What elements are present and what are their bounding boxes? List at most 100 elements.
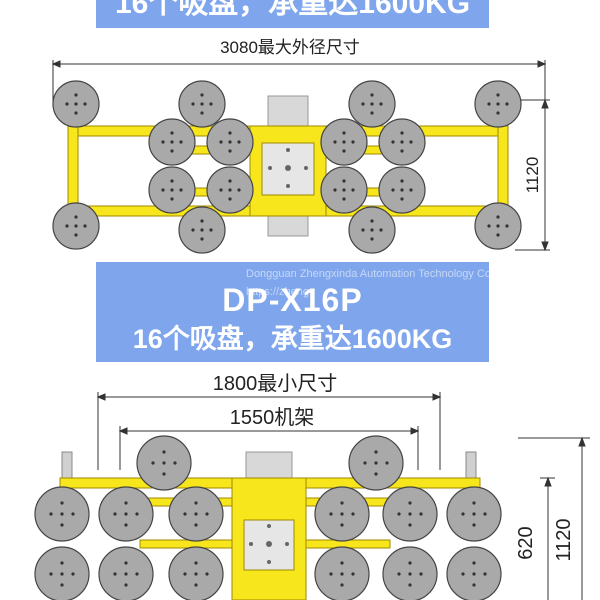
bottom-cup-bolts <box>49 450 487 587</box>
cup-bolt <box>228 179 232 183</box>
cup-bolt <box>170 188 174 192</box>
cup-bolt <box>60 523 64 527</box>
cup-bolt <box>496 233 500 237</box>
cup-bolt <box>333 140 337 144</box>
top-banner: 16个吸盘，承重达1600KG <box>96 0 489 28</box>
cup-bolt <box>179 188 183 192</box>
bottom-height-label-1120: 1120 <box>553 518 575 561</box>
cup-bolt <box>60 512 64 516</box>
top-banner-subtitle: 16个吸盘，承重达1600KG <box>114 0 471 20</box>
top-width-dimension <box>51 60 547 105</box>
cup-bolt <box>351 572 355 576</box>
cup-bolt <box>228 197 232 201</box>
cup-bolt <box>379 228 383 232</box>
bottom-center-mount <box>249 524 289 564</box>
cup-bolt <box>400 188 404 192</box>
cup-bolt <box>408 501 412 505</box>
cup-bolt <box>351 140 355 144</box>
cup-bolt <box>83 102 87 106</box>
cup-bolt <box>496 102 500 106</box>
cup-bolt <box>472 523 476 527</box>
cup-bolt <box>194 512 198 516</box>
cup-bolt <box>124 572 128 576</box>
cup-bolt <box>379 102 383 106</box>
cup-bolt <box>151 461 155 465</box>
cup-bolt <box>71 572 75 576</box>
cup-bolt <box>228 131 232 135</box>
cup-bolt <box>74 111 78 115</box>
cup-bolt <box>461 572 465 576</box>
cup-bolt <box>342 197 346 201</box>
cup-bolt <box>342 188 346 192</box>
cup-bolt <box>408 523 412 527</box>
cup-bolt <box>161 188 165 192</box>
cup-bolt <box>397 512 401 516</box>
cup-bolt <box>340 561 344 565</box>
cup-bolt <box>162 450 166 454</box>
cup-bolt <box>472 572 476 576</box>
cup-bolt <box>209 102 213 106</box>
cup-bolt <box>374 472 378 476</box>
cup-bolt <box>60 572 64 576</box>
top-cup-bolts <box>65 93 509 241</box>
cup-bolt <box>183 572 187 576</box>
cup-bolt <box>329 572 333 576</box>
cup-bolt <box>124 501 128 505</box>
cup-bolt <box>400 149 404 153</box>
cup-bolt <box>194 523 198 527</box>
cup-bolt <box>340 501 344 505</box>
cup-bolt <box>124 561 128 565</box>
cup-bolt <box>370 219 374 223</box>
cup-bolt <box>237 188 241 192</box>
cup-bolt <box>200 93 204 97</box>
bottom-width-dimensions <box>96 392 442 470</box>
cup-bolt <box>505 224 509 228</box>
cup-bolt <box>209 228 213 232</box>
cup-bolt <box>409 140 413 144</box>
cup-bolt <box>496 224 500 228</box>
cup-bolt <box>400 179 404 183</box>
bottom-height-label-620: 620 <box>515 526 537 559</box>
cup-bolt <box>363 461 367 465</box>
cup-bolt <box>472 583 476 587</box>
top-height-dimension <box>515 98 550 252</box>
cup-bolt <box>170 179 174 183</box>
cup-bolt <box>370 102 374 106</box>
cup-bolt <box>200 102 204 106</box>
cup-bolt <box>124 512 128 516</box>
cup-bolt <box>162 472 166 476</box>
model-title: DP-X16P <box>222 282 363 318</box>
cup-bolt <box>342 140 346 144</box>
cup-bolt <box>408 583 412 587</box>
cup-bolt <box>205 572 209 576</box>
cup-bolt <box>419 572 423 576</box>
cup-bolt <box>333 188 337 192</box>
cup-bolt <box>496 215 500 219</box>
cup-bolt <box>400 197 404 201</box>
cup-bolt <box>340 572 344 576</box>
cup-bolt <box>472 501 476 505</box>
cup-bolt <box>374 450 378 454</box>
cup-bolt <box>205 512 209 516</box>
cup-bolt <box>71 512 75 516</box>
cup-bolt <box>74 224 78 228</box>
cup-bolt <box>170 149 174 153</box>
cup-bolt <box>409 188 413 192</box>
cup-bolt <box>60 583 64 587</box>
cup-bolt <box>60 561 64 565</box>
cup-bolt <box>170 140 174 144</box>
cup-bolt <box>194 561 198 565</box>
cup-bolt <box>162 461 166 465</box>
cup-bolt <box>219 140 223 144</box>
top-width-label: 3080最大外径尺寸 <box>220 38 360 57</box>
cup-bolt <box>505 102 509 106</box>
cup-bolt <box>194 583 198 587</box>
cup-bolt <box>113 512 117 516</box>
bottom-min-width-label: 1800最小尺寸 <box>213 372 338 395</box>
cup-bolt <box>496 111 500 115</box>
cup-bolt <box>361 102 365 106</box>
cup-bolt <box>183 512 187 516</box>
cup-bolt <box>408 512 412 516</box>
